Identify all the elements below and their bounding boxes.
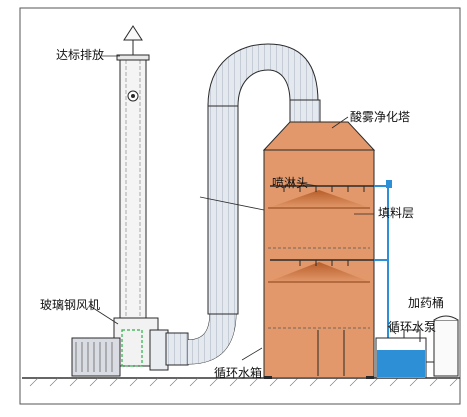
- acid-mist-tower: [262, 121, 376, 379]
- pump-label: 循环水泵: [388, 320, 437, 334]
- packing-label: 填料层: [378, 206, 415, 220]
- ground-hatch: [29, 377, 459, 387]
- fan-label: 玻璃钢风机: [40, 298, 101, 312]
- circulation-pipe: [374, 180, 392, 366]
- air-duct: [165, 43, 321, 366]
- spray-head-label: 喷淋头: [272, 176, 309, 190]
- leader-lines: [89, 55, 397, 361]
- fiberglass-fan: [71, 317, 169, 377]
- spray-headers: [270, 185, 384, 266]
- dosing-tank: [426, 315, 459, 377]
- circulation-water-tank: [375, 329, 427, 379]
- dosing-tank-label: 加药桶: [408, 296, 445, 310]
- exhaust-label: 达标排放: [56, 48, 105, 62]
- tower-label: 酸雾净化塔: [350, 110, 411, 124]
- exhaust-stack: [116, 25, 150, 321]
- diagram-frame: [19, 7, 461, 405]
- water-tank-label: 循环水箱: [214, 366, 263, 380]
